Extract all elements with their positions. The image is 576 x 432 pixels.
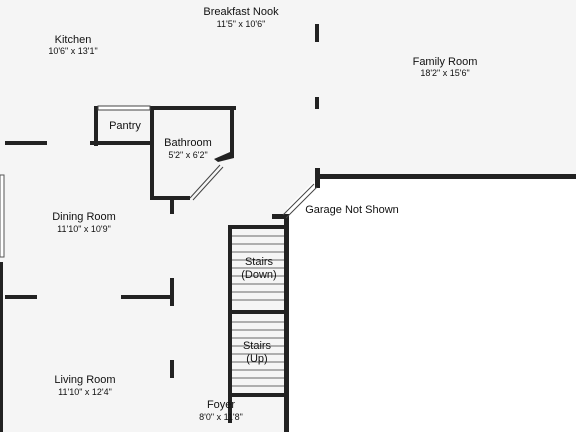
kitchen-dining-wall [5, 141, 47, 145]
breakfast-nook-label: Breakfast Nook [203, 6, 279, 18]
bathroom-label: Bathroom [164, 137, 212, 149]
dining-room-label: Dining Room [52, 211, 116, 223]
bathroom-stub [170, 200, 174, 214]
stairs-up-label-line1: Stairs [243, 340, 272, 352]
bathroom-diagonal-wall [214, 152, 234, 162]
dining-living-wall-right [121, 295, 173, 299]
bathroom-bottom-wall [150, 196, 190, 200]
stairs-down-label-line2: (Down) [241, 269, 276, 281]
stairs-down-treads [232, 235, 284, 301]
stairs-up-treads [232, 321, 284, 387]
bathroom-left-wall [150, 106, 154, 200]
bathroom-size: 5'2" x 6'2" [168, 150, 207, 160]
stairs-up-label-line2: (Up) [246, 353, 267, 365]
garage-door[interactable] [282, 183, 315, 216]
breakfast-nook-size: 11'5" x 10'6" [217, 19, 266, 29]
kitchen-label: Kitchen [55, 34, 92, 46]
stairs-left-wall [228, 225, 232, 423]
kitchen-size: 10'6" x 13'1" [48, 46, 97, 56]
dining-room-size: 11'10" x 10'9" [57, 224, 111, 234]
bathroom-door[interactable] [189, 164, 221, 199]
bathroom-top-wall [150, 106, 236, 110]
outer-walls [0, 168, 576, 432]
family-room-corner-wall [315, 168, 320, 188]
family-room-bottom-wall [317, 174, 576, 179]
garage-door-inner [285, 186, 318, 219]
living-room-stub [170, 360, 174, 378]
interior-walls [5, 24, 319, 423]
stairs-bottom-wall [228, 393, 286, 397]
family-room-size: 18'2" x 15'6" [420, 68, 469, 78]
family-room-label: Family Room [413, 56, 478, 68]
dining-living-post [170, 278, 174, 306]
pantry-left-wall [94, 106, 98, 146]
bathroom-door-inner [192, 166, 224, 201]
left-window [0, 174, 5, 258]
dining-living-wall-left [5, 295, 37, 299]
nook-family-post-mid [315, 97, 319, 109]
left-wall-lower [0, 262, 3, 432]
living-room-size: 11'10" x 12'4" [58, 387, 112, 397]
pantry-label: Pantry [109, 120, 141, 132]
stairs-divider-wall [228, 310, 286, 314]
living-room-label: Living Room [54, 374, 115, 386]
foyer-size: 8'0" x 11'8" [199, 412, 243, 422]
garage-note: Garage Not Shown [305, 204, 399, 216]
foyer-corner-wall [272, 214, 289, 219]
foyer-label: Foyer [207, 399, 235, 411]
nook-family-post-top [315, 24, 319, 42]
bathroom-right-wall [230, 106, 234, 156]
pantry-door[interactable] [97, 105, 151, 111]
stairs-down-label-line1: Stairs [245, 256, 274, 268]
foyer-right-wall [284, 214, 289, 432]
stairs-top-wall [228, 225, 286, 229]
pantry-bottom-wall [90, 141, 150, 145]
